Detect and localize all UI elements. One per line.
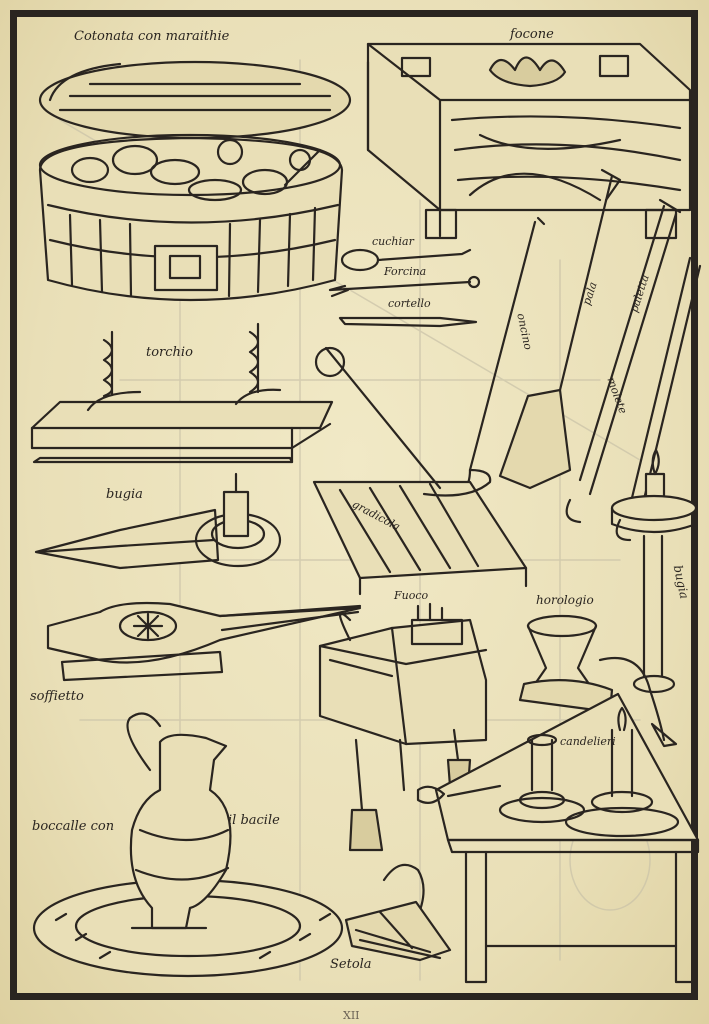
table-with-candlesticks: [416, 692, 700, 984]
fuoco-box: [318, 602, 488, 852]
cotonata-tub: [38, 60, 352, 302]
label-candelieri: candelieri: [560, 735, 616, 748]
bugia-candleholder: [34, 472, 282, 570]
label-torchio: torchio: [146, 345, 193, 360]
label-bugia: bugia: [106, 487, 143, 502]
label-focone: focone: [510, 27, 554, 42]
bugia-tall-candlestick: [610, 448, 698, 694]
label-fuoco: Fuoco: [394, 589, 429, 602]
label-bacile: il bacile: [228, 813, 280, 828]
gradicola-grill: [312, 346, 528, 596]
label-setola: Setola: [330, 957, 372, 972]
folio-number: XII: [343, 1009, 360, 1022]
label-cortello: cortello: [388, 297, 431, 310]
label-soffietto: soffietto: [30, 689, 84, 704]
focone-box: [366, 42, 692, 240]
label-cuchiar: cuchiar: [372, 235, 414, 248]
label-forcina: Forcina: [384, 265, 427, 278]
soffietto-bellows: [46, 601, 362, 682]
setola-brush: [344, 863, 452, 962]
horologio-hourglass: [518, 614, 678, 748]
cutlery-group: [328, 248, 481, 328]
boccale-and-bacile: [32, 712, 344, 978]
label-cotonata: Cotonata con maraithie: [74, 29, 230, 44]
label-boccale: boccalle con: [32, 819, 115, 834]
torchio-press: [30, 322, 334, 464]
label-horologio: horologio: [536, 593, 594, 607]
